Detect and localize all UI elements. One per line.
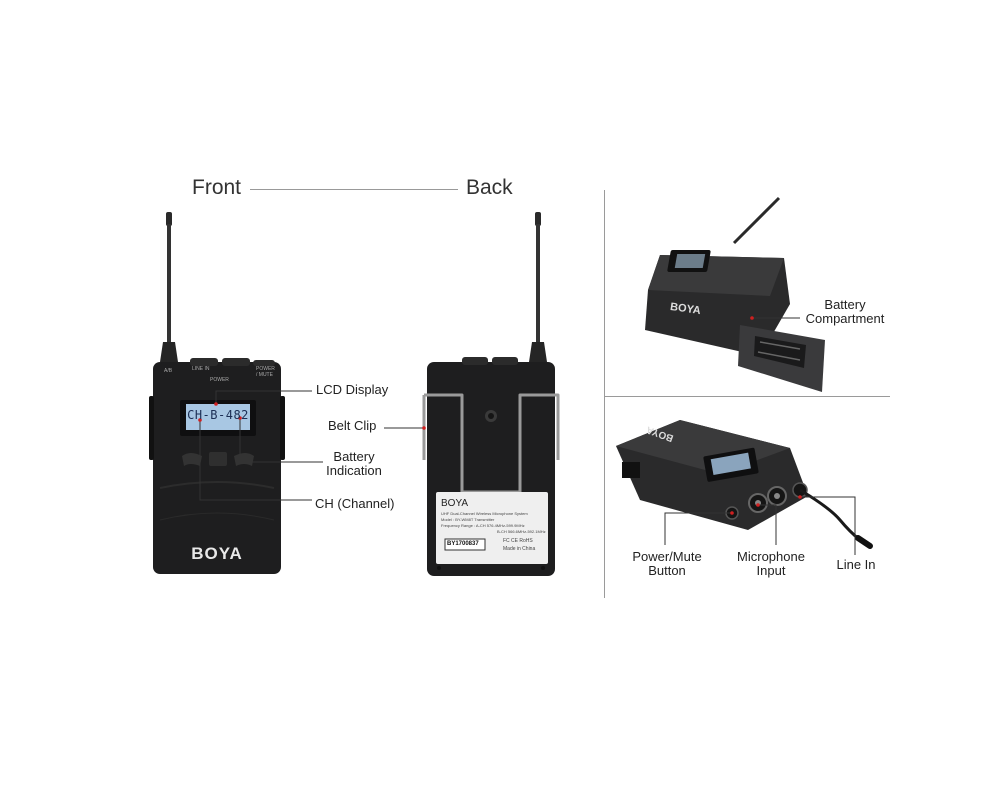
callout-battery-compartment-line2: Compartment: [805, 311, 885, 326]
callout-microphone-input: Microphone Input: [730, 550, 812, 578]
callout-battery-indication-line2: Indication: [326, 463, 382, 478]
callout-power-mute-line2: Button: [648, 563, 686, 578]
front-body: [149, 358, 285, 574]
back-cert-marks: FC CE RoHS: [503, 538, 533, 544]
panel-divider-horizontal: [604, 396, 890, 397]
callout-battery-compartment: Battery Compartment: [800, 298, 890, 326]
callout-ch-channel: CH (Channel): [315, 496, 395, 511]
callout-lcd-display: LCD Display: [316, 382, 389, 397]
back-heading: Back: [466, 176, 513, 199]
callout-microphone-input-line2: Input: [756, 563, 786, 578]
back-label-line-4: B-CH 566.6MHz-592.1MHz: [497, 529, 546, 534]
callout-dots: [198, 316, 802, 515]
back-made-in: Made in China: [503, 546, 536, 552]
front-heading: Front: [192, 176, 242, 199]
front-power-label: POWER: [210, 377, 229, 383]
callout-lines: [199, 317, 856, 555]
callout-battery-indication: Battery Indication: [322, 450, 386, 478]
callout-battery-compartment-line1: Battery: [824, 297, 866, 312]
back-serial-number: BY1700837: [447, 541, 479, 547]
callout-power-mute-button: Power/Mute Button: [626, 550, 708, 578]
photo-connectors: [616, 420, 873, 549]
back-antenna: [529, 212, 547, 362]
callout-microphone-input-line1: Microphone: [737, 549, 805, 564]
callout-line-in: Line In: [836, 557, 876, 572]
front-power-mute-label: POWER / MUTE: [256, 366, 275, 378]
panel-divider-vertical: [604, 190, 605, 598]
callout-power-mute-line1: Power/Mute: [632, 549, 702, 564]
back-label-line-2: Model : BY-WM8T Transmitter: [441, 517, 495, 522]
callout-battery-indication-line1: Battery: [333, 449, 375, 464]
front-brand-logo: BOYA: [191, 544, 243, 563]
lcd-display-text: CH-B-482: [187, 408, 249, 422]
back-brand-logo: BOYA: [441, 498, 469, 509]
front-line-in-label: LINE IN: [192, 366, 210, 372]
front-ab-label: A/B: [164, 368, 173, 374]
back-label-line-1: UHF Dual-Channel Wireless Microphone Sys…: [441, 511, 528, 516]
front-antenna: [160, 212, 178, 362]
back-label-line-3: Frequency Range : A-CH 576.4MHz-599.9MHz: [441, 523, 525, 528]
callout-belt-clip: Belt Clip: [328, 418, 377, 433]
heading-divider: [250, 189, 458, 190]
photo-battery-compartment: [645, 196, 825, 392]
back-body: [422, 357, 560, 576]
